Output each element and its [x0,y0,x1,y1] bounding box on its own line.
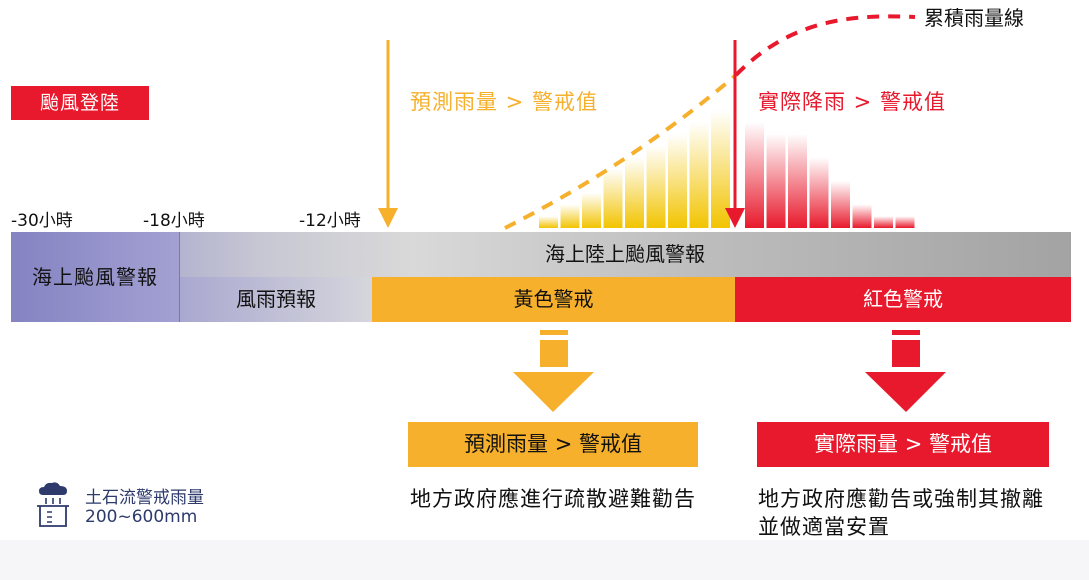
tick-minus-18h: -18小時 [143,211,205,231]
actual-bar [831,180,850,228]
yellow-condition-box: 預測雨量 > 警戒值 [408,422,698,467]
forecast-bar [689,121,709,228]
red-down-arrow-icon [865,330,946,412]
forecast-bar [539,216,558,228]
forecast-rain-label: 預測雨量 > 警戒值 [410,90,598,114]
timeline-top-band [11,232,1071,277]
forecast-time-arrow [378,40,398,228]
forecast-bars [539,110,730,228]
actual-rain-label: 實際降雨 > 警戒值 [758,90,946,114]
rain-forecast-cell: 風雨預報 [180,277,372,322]
forecast-bar [625,157,644,228]
actual-bar [874,216,893,228]
actual-bar [766,133,786,228]
actual-time-arrow [725,40,745,228]
forecast-bar [582,192,601,228]
yellow-down-arrow-icon [513,330,594,412]
tick-minus-12h: -12小時 [299,211,361,231]
actual-bars [745,121,915,228]
actual-bar [745,121,764,228]
red-alert-cell: 紅色警戒 [735,277,1071,322]
forecast-bar [646,145,666,228]
red-condition-box: 實際雨量 > 警戒值 [757,422,1049,467]
tick-minus-30h: -30小時 [11,211,73,231]
sea-land-typhoon-warning: 海上陸上颱風警報 [545,242,705,266]
actual-bar [895,216,915,228]
actual-bar [852,204,872,228]
actual-bar [809,157,829,228]
actual-bar [788,133,807,228]
yellow-action-text: 地方政府應進行疏散避難勸告 [410,487,696,511]
debris-flow-alert-label: 土石流警戒雨量 [85,488,204,508]
forecast-bar [711,110,730,228]
debris-flow-alert-range: 200~600mm [85,507,198,527]
forecast-bar [560,204,580,228]
rain-gauge-icon [37,482,69,527]
typhoon-landfall-label: 颱風登陸 [11,86,149,120]
cumulative-rain-curve-actual [734,14,916,77]
red-action-text: 地方政府應勸告或強制其撤離並做適當安置 [758,487,1044,539]
yellow-alert-cell: 黃色警戒 [372,277,735,322]
sea-typhoon-warning: 海上颱風警報 [11,232,180,322]
forecast-bar [603,169,623,228]
cumulative-rain-label: 累積雨量線 [924,6,1024,30]
forecast-bar [668,133,687,228]
bottom-shade [0,540,1089,580]
